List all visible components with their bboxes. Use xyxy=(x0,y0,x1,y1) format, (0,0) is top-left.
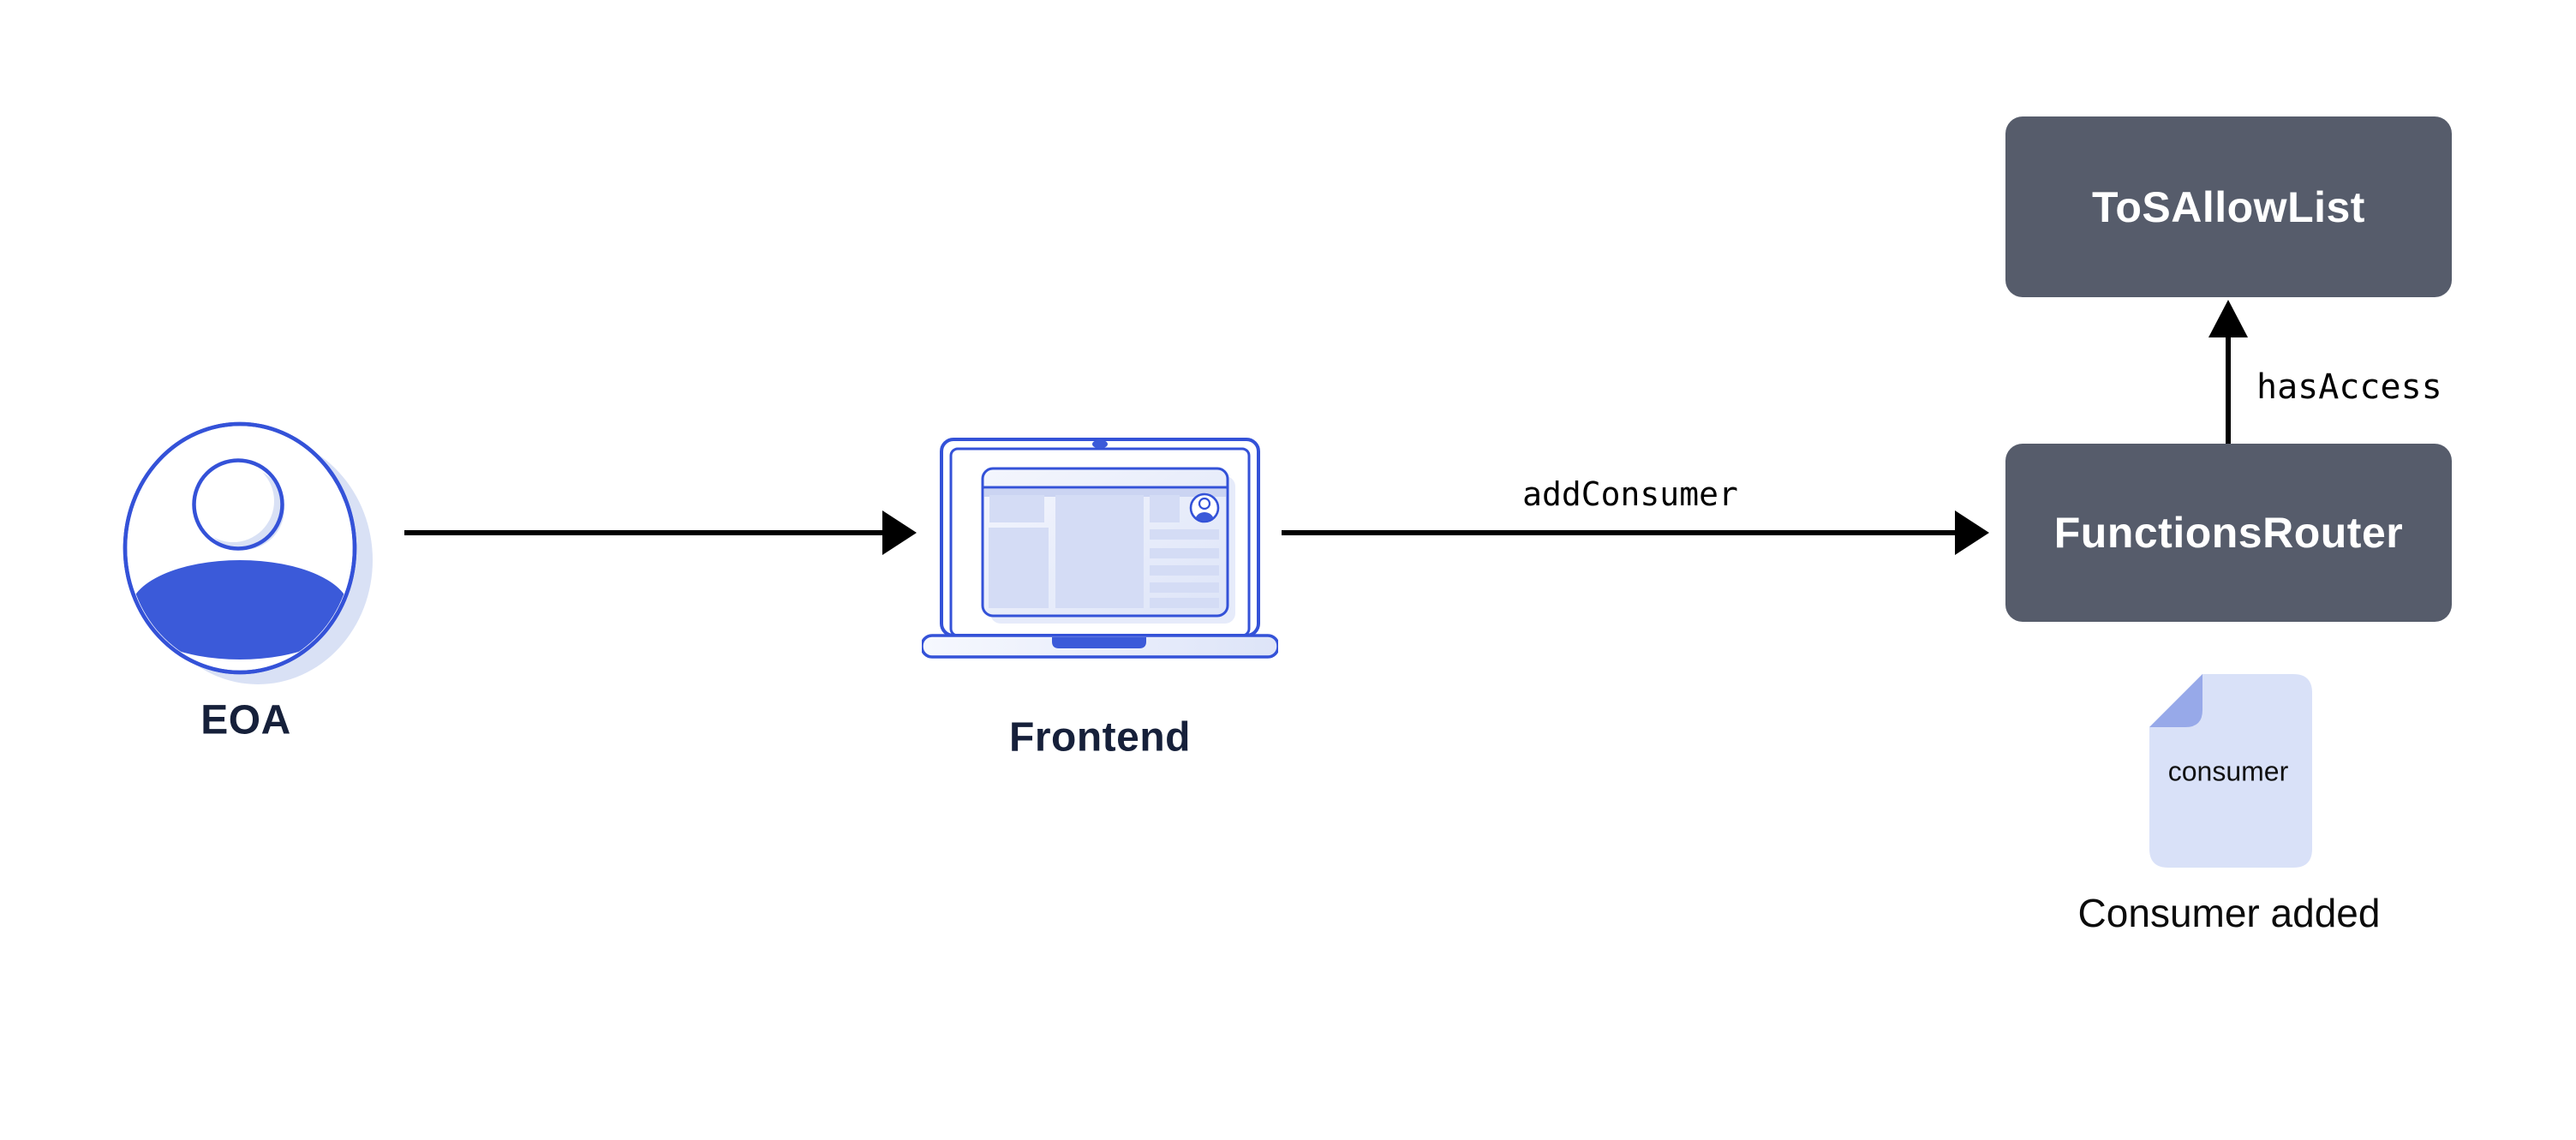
document-fold xyxy=(2149,674,2202,727)
tos-allow-list-box: ToSAllowList xyxy=(2005,116,2452,297)
avatar-head xyxy=(192,458,284,551)
arrowhead-eoa-to-frontend xyxy=(882,510,917,555)
frontend-label: Frontend xyxy=(1009,714,1191,761)
laptop-browser-icon xyxy=(922,438,1278,659)
arrow-functions-router-to-tos-allow-list xyxy=(2226,337,2231,444)
consumer-file-label: consumer xyxy=(2167,755,2289,787)
arrow-frontend-to-functions-router xyxy=(1282,530,1955,535)
edge-label-hasaccess: hasAccess xyxy=(2256,367,2442,407)
avatar-shoulders xyxy=(130,560,350,660)
tos-allow-list-label: ToSAllowList xyxy=(2092,182,2365,231)
edge-label-addconsumer: addConsumer xyxy=(1522,475,1738,513)
eoa-label: EOA xyxy=(200,697,291,743)
arrow-eoa-to-frontend xyxy=(404,530,882,535)
functions-router-box: FunctionsRouter xyxy=(2005,444,2452,622)
laptop-notch xyxy=(1052,637,1146,648)
arrowhead-functions-router-to-tos-allow-list xyxy=(2208,300,2248,337)
consumer-added-caption: Consumer added xyxy=(2077,891,2381,935)
person-avatar-icon xyxy=(123,421,373,684)
browser-user-avatar-icon xyxy=(1189,492,1220,523)
arrowhead-frontend-to-functions-router xyxy=(1955,510,1989,555)
functions-router-label: FunctionsRouter xyxy=(2053,509,2404,557)
webcam-dot xyxy=(1092,439,1108,449)
document-folded-corner-icon xyxy=(2149,674,2312,868)
